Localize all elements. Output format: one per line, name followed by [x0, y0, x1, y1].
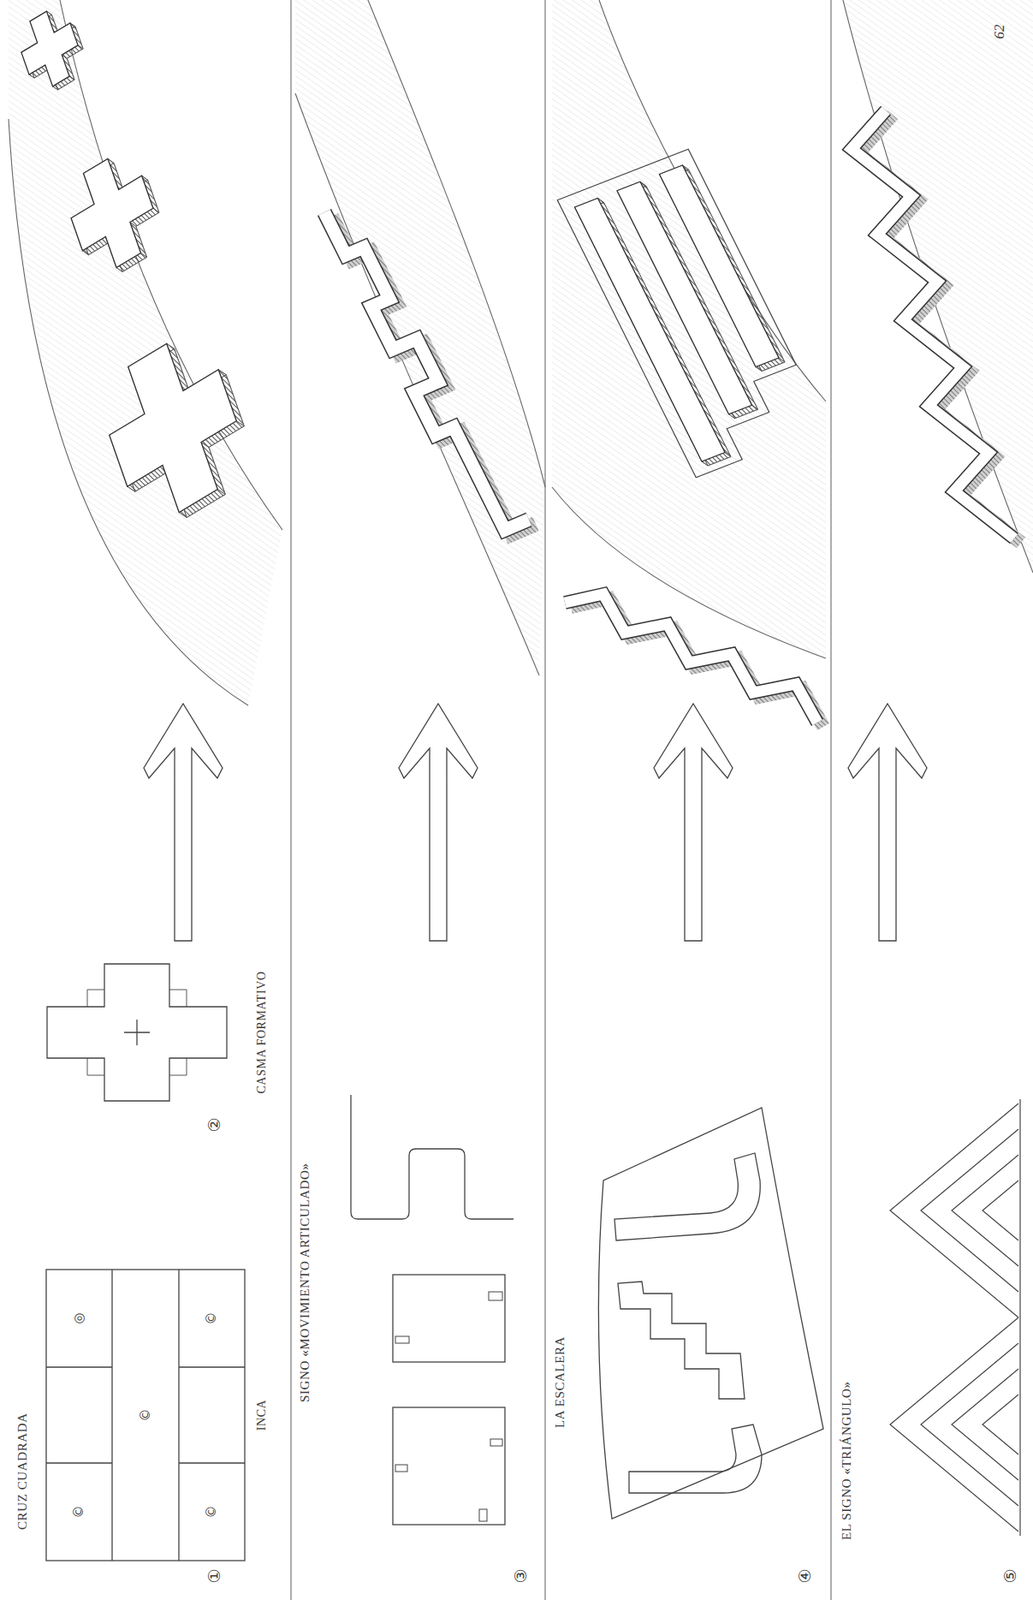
sign-block — [392, 1407, 505, 1525]
slope-lines — [8, 0, 1033, 706]
figure-caption: CASMA FORMATIVO — [255, 970, 268, 1093]
relief-face — [71, 158, 154, 268]
divider-line — [290, 0, 291, 1600]
sign-notch — [490, 1438, 503, 1446]
cell-symbol: ◎ — [71, 1312, 87, 1324]
slope-line — [368, 0, 546, 487]
cell-symbol: © — [204, 1312, 220, 1325]
sign-notch — [479, 1508, 487, 1521]
cell-symbol: © — [138, 1408, 154, 1422]
articulated-sign — [350, 1094, 514, 1525]
relief-cross — [71, 158, 160, 272]
section-title: CRUZ CUADRADA — [15, 1412, 30, 1530]
figure-caption: INCA — [255, 1399, 268, 1431]
section-title: EL SIGNO «TRIÁNGULO» — [839, 1380, 855, 1540]
sign-notch — [395, 1464, 408, 1472]
sign-notch — [395, 1335, 410, 1343]
transition-arrows — [143, 703, 927, 941]
casma-cross — [47, 963, 227, 1101]
sign-block — [392, 1274, 505, 1362]
callout-number: ⑤ — [1001, 1567, 1020, 1583]
relief-cross — [21, 11, 84, 90]
cell-symbol: © — [204, 1505, 220, 1519]
slope-line — [59, 0, 283, 530]
slope-line — [8, 118, 249, 706]
hook-shape — [629, 1424, 762, 1493]
inca-grid — [46, 1269, 245, 1561]
shading-area — [552, 0, 826, 659]
meander-line — [350, 1094, 514, 1219]
shading-area — [843, 0, 1033, 573]
sign-notch — [488, 1291, 503, 1301]
section-title: LA ESCALERA — [552, 1335, 568, 1428]
divider-line — [830, 0, 832, 1600]
hook-shape — [614, 1152, 760, 1241]
nested-triangles — [890, 1103, 1019, 1318]
callout-number: ③ — [511, 1567, 530, 1583]
relief-face — [324, 212, 529, 530]
frame-outline — [557, 148, 796, 478]
relief-meander — [324, 212, 536, 535]
triangle-sign — [890, 1098, 1021, 1536]
cross-center — [124, 1019, 150, 1045]
slope-line — [552, 486, 826, 659]
relief-face — [564, 593, 818, 723]
divider-line — [544, 0, 546, 1600]
slope-line — [843, 0, 1033, 573]
relief-face — [851, 110, 1015, 539]
slope-line — [295, 93, 540, 676]
relief-edge — [851, 110, 1015, 539]
stair-banner — [598, 1107, 824, 1519]
pencil-shading — [8, 0, 1033, 706]
relief-drawings — [21, 11, 1022, 727]
outline-arrow — [143, 703, 223, 941]
outline-arrow — [398, 703, 478, 941]
relief-cross — [109, 344, 245, 518]
cross-steps — [87, 989, 187, 1075]
stair-shape — [617, 1281, 745, 1399]
base-line — [1019, 1098, 1021, 1536]
page-number: 62 — [991, 24, 1009, 40]
section-title: SIGNO «MOVIMIENTO ARTICULADO» — [297, 1162, 313, 1402]
callout-number: ④ — [795, 1567, 814, 1583]
relief-face — [659, 165, 780, 368]
cell-symbol: © — [71, 1505, 87, 1519]
relief-zigzag — [851, 110, 1022, 543]
relief-stairs — [564, 593, 824, 727]
row-dividers — [290, 0, 832, 1600]
relief-edge — [324, 212, 529, 530]
cross-outline — [47, 963, 227, 1101]
banner-outline — [598, 1107, 824, 1519]
outline-arrow — [848, 703, 927, 941]
relief-face — [21, 11, 78, 87]
outline-arrow — [653, 703, 733, 941]
relief-face — [109, 344, 238, 513]
callout-number: ② — [205, 1116, 224, 1132]
shading-area — [295, 0, 546, 676]
relief-bar — [659, 165, 786, 372]
grid-lines — [46, 1269, 245, 1561]
callout-number: ① — [205, 1567, 224, 1583]
shading-area — [8, 0, 283, 706]
nested-triangles — [890, 1317, 1019, 1532]
grid-outline — [46, 1269, 245, 1561]
relief-edge — [564, 593, 818, 723]
